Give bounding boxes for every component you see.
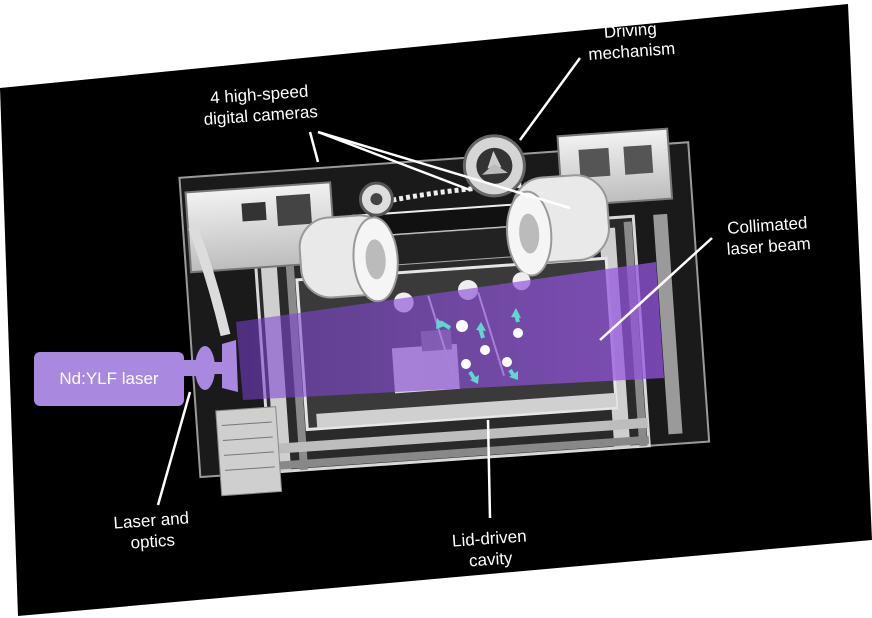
callout-lines <box>156 57 713 519</box>
laser-label: Nd:YLF laser <box>59 369 159 388</box>
collimated-beam-label: Collimated laser beam <box>726 213 812 259</box>
laser-optics-label: Laser and optics <box>112 508 190 553</box>
driving-mechanism-label: Driving mechanism <box>587 19 676 64</box>
particle-markers <box>436 308 523 384</box>
laser-sheet <box>236 262 664 400</box>
laser-box <box>34 352 184 406</box>
laser-optics <box>183 340 238 392</box>
cavity-label: Lid-driven cavity <box>451 526 528 571</box>
